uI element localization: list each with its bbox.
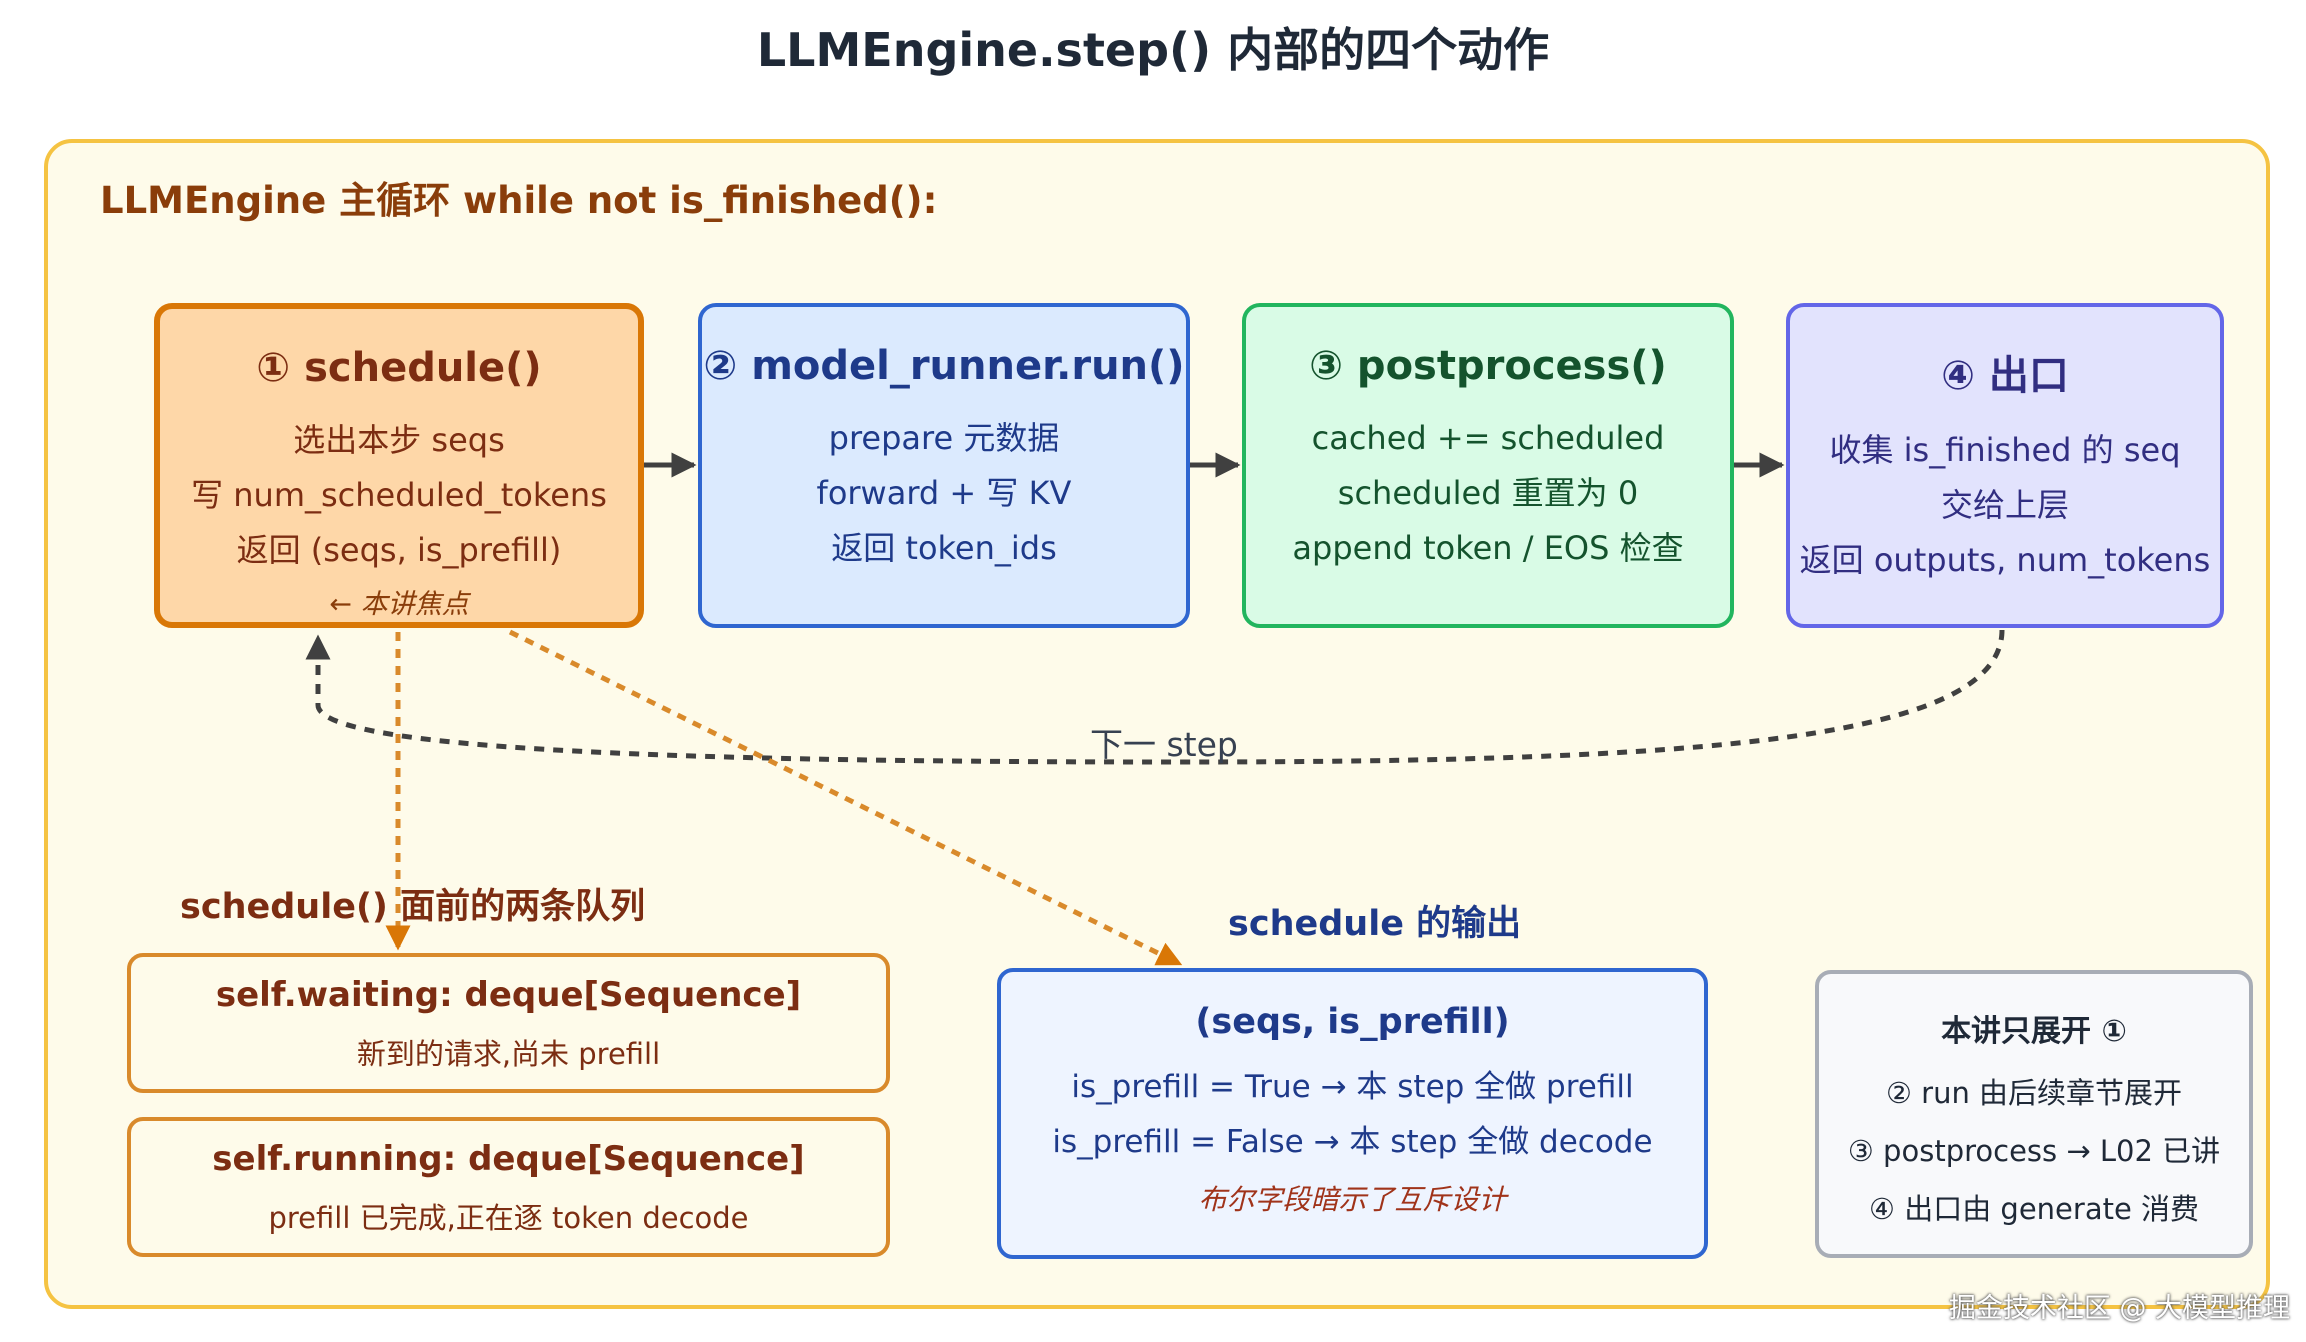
step-schedule-focus-note: ← 本讲焦点 [329, 589, 469, 620]
schedule-output-line: is_prefill = False → 本 step 全做 decode [1052, 1124, 1653, 1160]
running-queue-title: self.running: deque[Sequence] [212, 1139, 805, 1179]
waiting-queue-desc: 新到的请求,尚未 prefill [356, 1037, 661, 1071]
step-model-runner-box: ② model_runner.run() prepare 元数据 forward… [698, 303, 1190, 628]
next-step-label: 下一 step [1090, 725, 1238, 764]
scope-note-title: 本讲只展开 ① [1941, 1014, 2127, 1049]
loop-back-arrow [305, 629, 2005, 765]
step-model-runner-line: forward + 写 KV [816, 474, 1072, 512]
waiting-queue-title: self.waiting: deque[Sequence] [215, 975, 802, 1015]
running-queue-desc: prefill 已完成,正在逐 token decode [268, 1201, 749, 1235]
schedule-output-box: (seqs, is_prefill) is_prefill = True → 本… [997, 968, 1708, 1259]
step-schedule-title: ① schedule() [256, 345, 542, 391]
step-postprocess-line: scheduled 重置为 0 [1337, 474, 1639, 512]
queues-section-label: schedule() 面前的两条队列 [180, 887, 646, 927]
scope-note-line: ③ postprocess → L02 已讲 [1847, 1134, 2221, 1168]
step-postprocess-box: ③ postprocess() cached += scheduled sche… [1242, 303, 1734, 628]
step-postprocess-line: append token / EOS 检查 [1292, 529, 1684, 567]
scope-note-line: ④ 出口由 generate 消费 [1868, 1192, 2200, 1226]
link-schedule-to-output [508, 629, 1183, 967]
scope-note-box: 本讲只展开 ① ② run 由后续章节展开 ③ postprocess → L0… [1815, 970, 2253, 1258]
step-exit-line: 交给上层 [1940, 486, 2069, 524]
step-model-runner-title: ② model_runner.run() [703, 343, 1185, 389]
step-postprocess-title: ③ postprocess() [1309, 343, 1667, 389]
schedule-output-line: is_prefill = True → 本 step 全做 prefill [1071, 1069, 1634, 1105]
step-exit-box: ④ 出口 收集 is_finished 的 seq 交给上层 返回 output… [1786, 303, 2224, 628]
schedule-output-title: (seqs, is_prefill) [1195, 1002, 1510, 1042]
step-model-runner-line: prepare 元数据 [828, 419, 1060, 457]
step-exit-line: 收集 is_finished 的 seq [1829, 431, 2181, 469]
running-queue-box: self.running: deque[Sequence] prefill 已完… [127, 1117, 890, 1257]
step-schedule-box: ① schedule() 选出本步 seqs 写 num_scheduled_t… [154, 303, 644, 628]
output-section-label: schedule 的输出 [1228, 904, 1522, 944]
scope-note-line: ② run 由后续章节展开 [1885, 1076, 2183, 1110]
diagram-title: LLMEngine.step() 内部的四个动作 [756, 23, 1550, 77]
step-schedule-line: 写 num_scheduled_tokens [191, 476, 607, 514]
step-exit-line: 返回 outputs, num_tokens [1799, 541, 2211, 579]
watermark: 掘金技术社区 @ 大模型推理 [1948, 1293, 2290, 1324]
schedule-output-note: 布尔字段暗示了互斥设计 [1198, 1183, 1507, 1216]
step-model-runner-line: 返回 token_ids [831, 529, 1057, 567]
step-exit-title: ④ 出口 [1941, 353, 2069, 399]
waiting-queue-box: self.waiting: deque[Sequence] 新到的请求,尚未 p… [127, 953, 890, 1093]
step-schedule-line: 选出本步 seqs [293, 421, 505, 459]
step-schedule-line: 返回 (seqs, is_prefill) [236, 531, 562, 569]
main-loop-label: LLMEngine 主循环 while not is_finished(): [100, 179, 938, 222]
step-postprocess-line: cached += scheduled [1311, 419, 1665, 457]
